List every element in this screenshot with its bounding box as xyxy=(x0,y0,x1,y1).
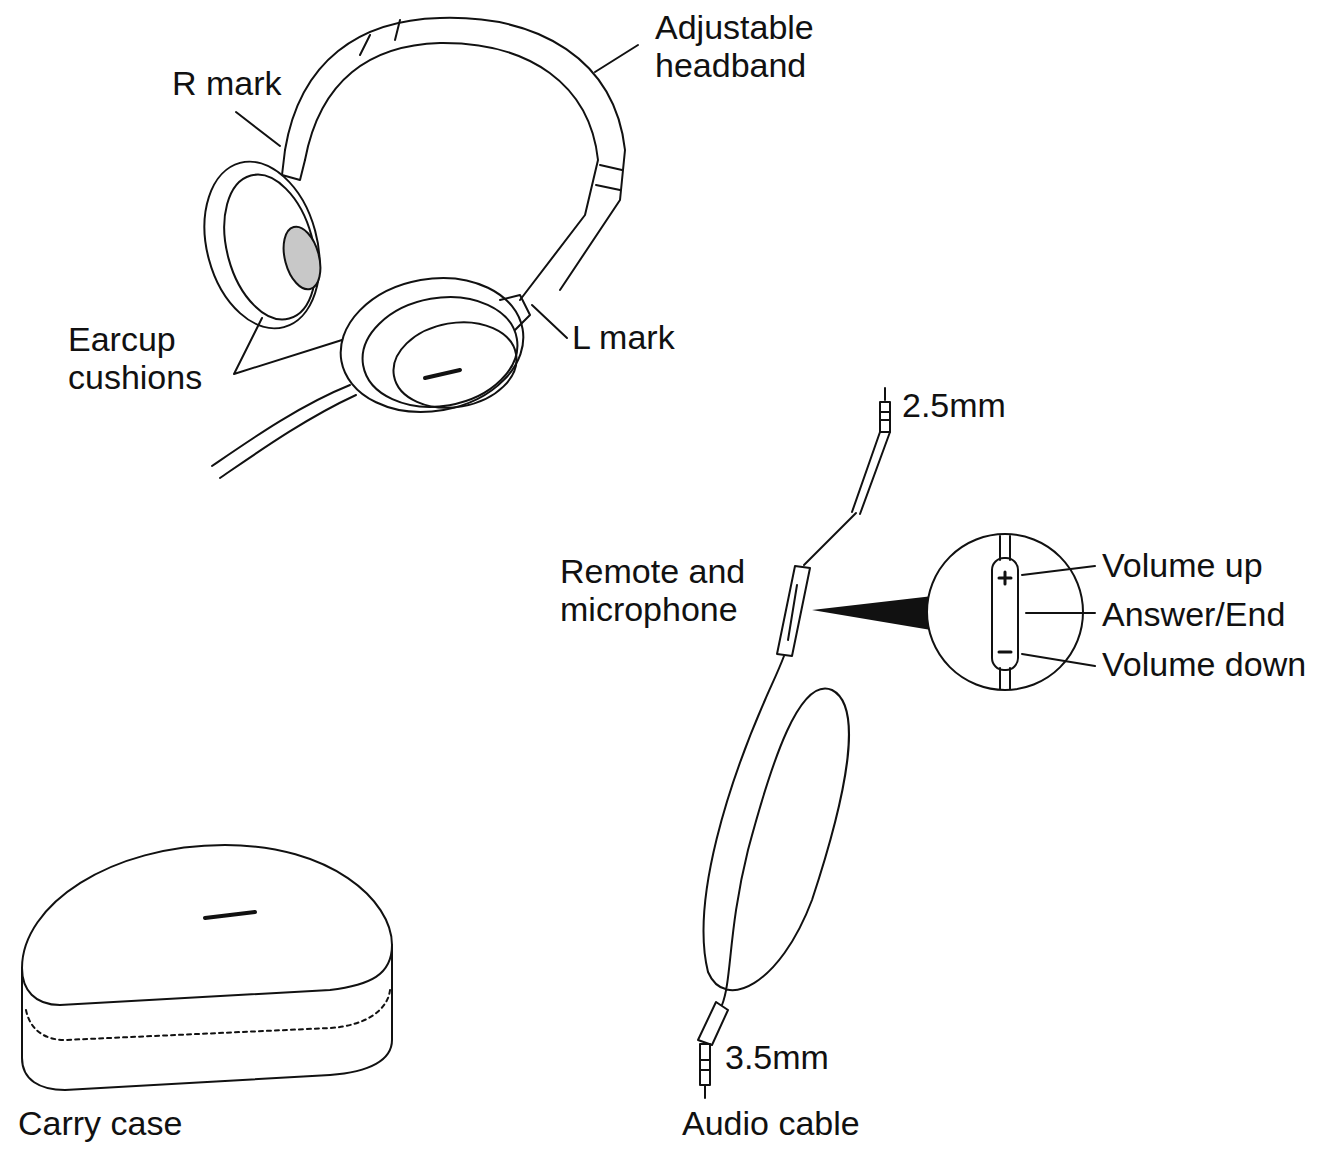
plug-body xyxy=(698,1002,728,1045)
leader-line xyxy=(236,112,280,146)
part-label: Remote and microphone xyxy=(560,552,780,628)
earcup-yoke xyxy=(500,295,530,330)
plus-symbol xyxy=(999,572,1011,584)
part-label: Adjustable headband xyxy=(655,8,845,84)
headband xyxy=(285,18,625,290)
leader-line xyxy=(595,45,638,72)
part-label: Answer/End xyxy=(1102,595,1329,633)
headphone-cable xyxy=(220,395,356,478)
earcup-cap xyxy=(387,313,524,417)
part-label: Audio cable xyxy=(682,1104,942,1142)
audio-cable xyxy=(704,656,849,1005)
part-label: 2.5mm xyxy=(902,386,1082,424)
logo-mark xyxy=(425,370,460,378)
case-side xyxy=(22,945,392,1090)
earcup-speaker xyxy=(277,223,326,294)
earcup-ring xyxy=(354,285,526,418)
earcup-ring xyxy=(209,164,330,329)
case-top xyxy=(22,845,392,1005)
earcup xyxy=(330,264,534,426)
headband xyxy=(305,43,598,300)
remote xyxy=(777,566,810,656)
headband-yoke xyxy=(282,150,305,180)
part-label: 3.5mm xyxy=(725,1038,905,1076)
part-label: Volume down xyxy=(1102,645,1329,683)
part-label: Volume up xyxy=(1102,546,1329,584)
plug-tip xyxy=(880,388,890,432)
minus-symbol xyxy=(999,651,1011,654)
leader-line xyxy=(1022,566,1095,666)
remote-button xyxy=(788,585,797,640)
headphone-cable xyxy=(212,385,350,466)
remote-detail xyxy=(992,558,1018,670)
part-label: Earcup cushions xyxy=(68,320,238,396)
plug-body xyxy=(852,432,890,514)
audio-cable xyxy=(804,513,856,565)
callout-wedge xyxy=(812,596,933,630)
headband-slider xyxy=(360,20,622,190)
part-label: Carry case xyxy=(18,1104,278,1142)
leader-line xyxy=(532,305,567,338)
leader-line xyxy=(234,318,342,374)
earcup xyxy=(187,149,337,342)
plug-tip xyxy=(700,1044,710,1098)
case-zipper xyxy=(26,990,390,1040)
part-label: R mark xyxy=(172,64,372,102)
logo-mark xyxy=(205,912,255,918)
part-label: L mark xyxy=(572,318,772,356)
